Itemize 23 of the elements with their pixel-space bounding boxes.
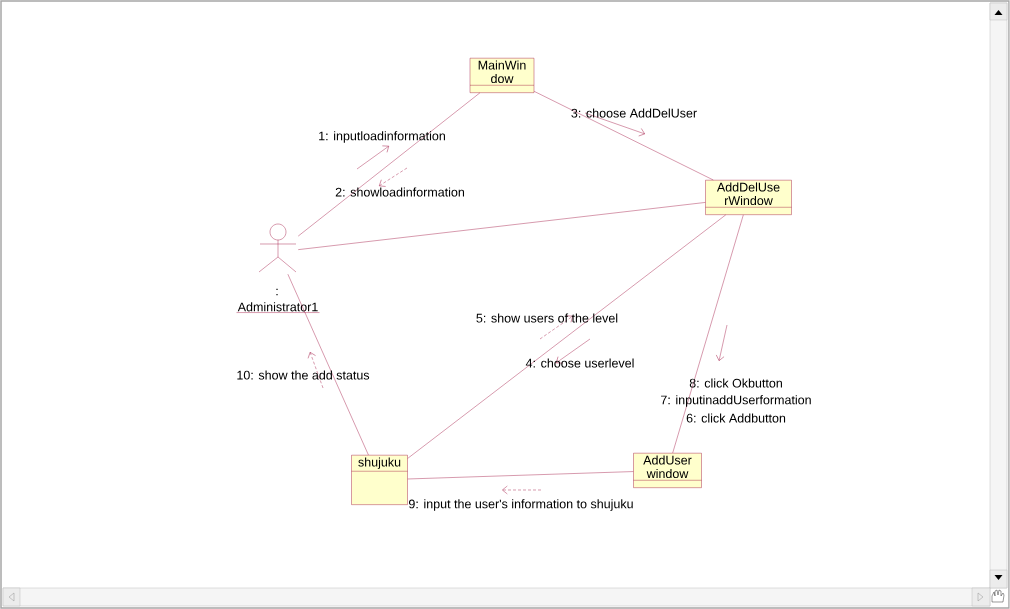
colon-mark: : xyxy=(276,288,278,296)
class-box: AddUser window xyxy=(633,453,702,488)
link-line xyxy=(534,91,714,181)
link-line xyxy=(298,92,481,237)
class-box: shujuku xyxy=(351,455,408,505)
link-line xyxy=(407,471,634,480)
message-label: 6: click Addbutton xyxy=(686,413,786,423)
message-label: 5: show users of the level xyxy=(476,313,618,323)
message-label: 7: inputinaddUserformation xyxy=(661,395,811,407)
message-label: 4: choose userlevel xyxy=(525,358,634,368)
actor-name: Administrator1 xyxy=(236,302,320,313)
link-line xyxy=(298,202,706,250)
message-label: 1: inputloadinformation xyxy=(319,131,445,143)
message-label: 2: showloadinformation xyxy=(335,187,464,197)
link-line xyxy=(287,274,369,456)
class-box: AddDelUse rWindow xyxy=(705,180,792,215)
message-label: 10: show the add status xyxy=(237,370,370,380)
link-line xyxy=(672,214,744,454)
link-line xyxy=(407,214,726,459)
message-label: 3: choose AddDelUser xyxy=(571,108,697,118)
message-label: 8: click Okbutton xyxy=(689,378,782,388)
message-label: 9: input the user's information to shujuku xyxy=(409,499,633,511)
class-box: MainWin dow xyxy=(469,58,535,93)
